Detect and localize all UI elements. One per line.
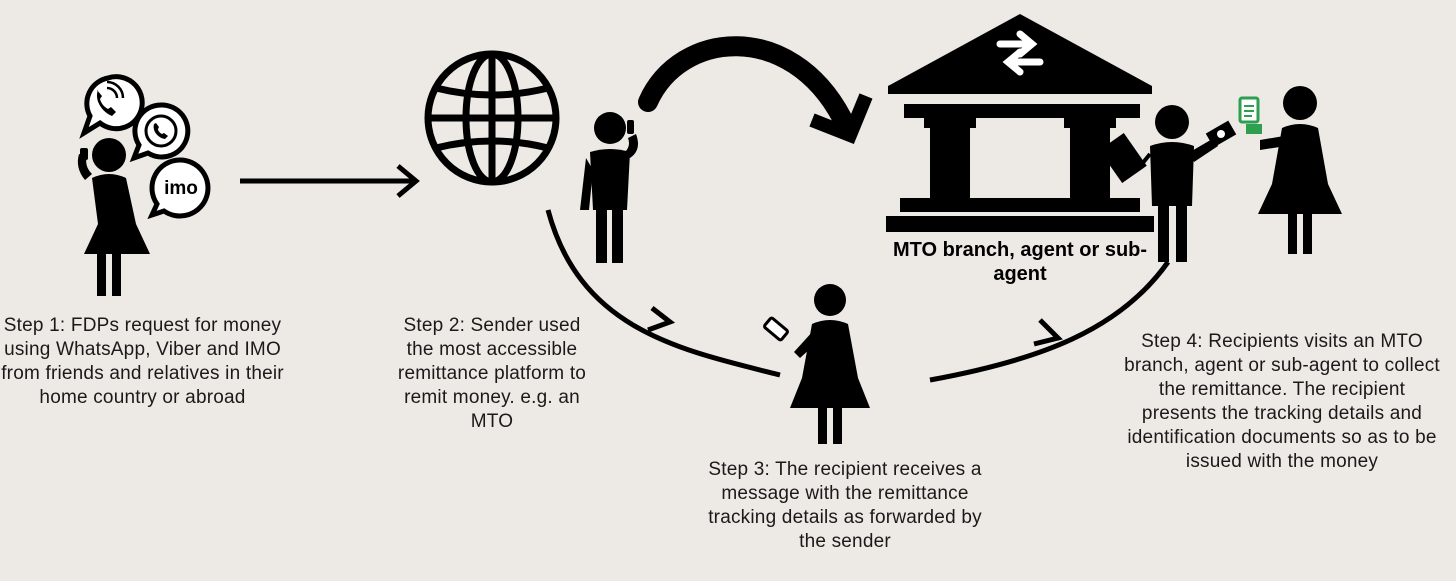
document-icon — [1238, 96, 1262, 134]
money-icon — [1205, 120, 1237, 148]
imo-icon-text: imo — [164, 178, 198, 199]
arrow-step2-to-step3 — [545, 209, 781, 378]
step2-caption: Step 2: Sender used the most accessible … — [397, 315, 587, 432]
phone-icon — [763, 316, 789, 342]
step3-caption: Step 3: The recipient receives a message… — [708, 459, 982, 552]
arrow-step2-to-bank — [638, 36, 873, 145]
person-man-phone — [580, 112, 638, 263]
bank-icon — [886, 14, 1154, 232]
globe-icon — [424, 50, 560, 186]
briefcase-icon — [1099, 133, 1152, 183]
person-woman-phone — [77, 138, 150, 296]
person-agent-with-briefcase — [1099, 105, 1237, 262]
step4-caption: Step 4: Recipients visits an MTO branch,… — [1124, 331, 1440, 472]
whatsapp-icon — [129, 102, 191, 163]
bank-label: MTO branch, agent or sub-agent — [892, 239, 1148, 285]
arrow-step3-to-step4 — [929, 260, 1171, 383]
arrow-step1-to-step2 — [240, 164, 420, 198]
person-recipient-phone — [763, 284, 870, 444]
step1-caption: Step 1: FDPs request for money using Wha… — [1, 315, 284, 408]
transfer-arrows-icon — [996, 30, 1044, 76]
person-recipient-woman — [1258, 86, 1342, 254]
viber-icon — [79, 74, 145, 139]
imo-icon: imo — [147, 157, 211, 220]
